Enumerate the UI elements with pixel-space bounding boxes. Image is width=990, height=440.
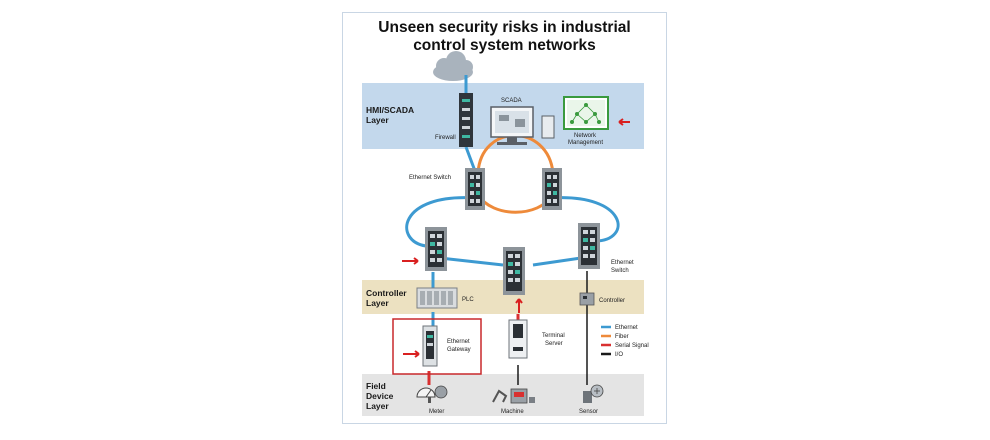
- field-layer-label-3: Layer: [366, 401, 389, 411]
- ethernet-gateway-label-1: Ethernet: [447, 339, 470, 345]
- ethernet-switch-right-label-2: Switch: [611, 268, 629, 274]
- risk-arrow-ethernet-gateway: [403, 350, 420, 358]
- terminal-server-label-1: Terminal: [542, 333, 565, 339]
- hmi-layer-label-1: HMI/SCADA: [366, 105, 414, 115]
- ethernet-switch-right: [578, 223, 600, 269]
- plc-device: [416, 287, 458, 309]
- cloud-icon: [433, 51, 473, 81]
- network-management-label-2: Management: [568, 140, 603, 146]
- meter-icon: [416, 385, 448, 403]
- ethernet-switch-top-left: [465, 168, 485, 210]
- risk-arrow-network-management: [618, 118, 630, 126]
- ethernet-gateway-label-2: Gateway: [447, 347, 471, 353]
- title-line-2: control system networks: [413, 37, 596, 54]
- ethernet-switch-top-right: [542, 168, 562, 210]
- terminal-server-label-2: Server: [545, 341, 563, 347]
- legend: Ethernet Fiber Serial Signal I/O: [601, 325, 649, 358]
- field-layer-label-2: Device: [366, 391, 394, 401]
- controller-layer-label-2: Layer: [366, 298, 389, 308]
- scada-workstation-icon: [490, 106, 555, 145]
- plc-label: PLC: [462, 297, 474, 303]
- ethernet-switch-right-label-1: Ethernet: [611, 260, 634, 266]
- risk-arrow-terminal-server: [515, 298, 523, 313]
- legend-label-io: I/O: [615, 352, 623, 358]
- network-management-icon: [563, 96, 609, 130]
- title-line-1: Unseen security risks in industrial: [378, 19, 631, 36]
- controller-layer-label-1: Controller: [366, 288, 407, 298]
- io-links: [517, 271, 588, 385]
- ethernet-switch-center: [503, 247, 525, 295]
- network-management-label-1: Network: [574, 133, 597, 139]
- legend-label-ethernet: Ethernet: [615, 325, 638, 331]
- machine-label: Machine: [501, 409, 524, 415]
- risk-arrow-switch-left: [402, 257, 419, 265]
- legend-label-fiber: Fiber: [615, 334, 629, 340]
- network-diagram: HMI/SCADA Layer Controller Layer Field D…: [362, 51, 649, 416]
- controller-label: Controller: [599, 298, 625, 304]
- sensor-label: Sensor: [579, 409, 598, 415]
- scada-label: SCADA: [501, 98, 522, 104]
- firewall-device: [459, 93, 473, 147]
- hmi-layer-label-2: Layer: [366, 115, 389, 125]
- sensor-icon: [583, 384, 604, 403]
- ethernet-gateway-highlight: [392, 318, 482, 375]
- field-layer-label-1: Field: [366, 381, 386, 391]
- diagram-title: Unseen security risks in industrial cont…: [343, 19, 666, 55]
- meter-label: Meter: [429, 409, 444, 415]
- ethernet-switch-left: [425, 227, 447, 271]
- ethernet-gateway-device: [422, 325, 438, 367]
- controller-device: [579, 292, 595, 306]
- ethernet-links: [405, 75, 620, 331]
- firewall-label: Firewall: [435, 135, 456, 141]
- diagram-card: Unseen security risks in industrial cont…: [342, 12, 667, 424]
- legend-label-serial: Serial Signal: [615, 343, 649, 349]
- ethernet-switch-top-label: Ethernet Switch: [409, 175, 451, 181]
- terminal-server-device: [508, 319, 528, 359]
- machine-icon: [492, 388, 535, 404]
